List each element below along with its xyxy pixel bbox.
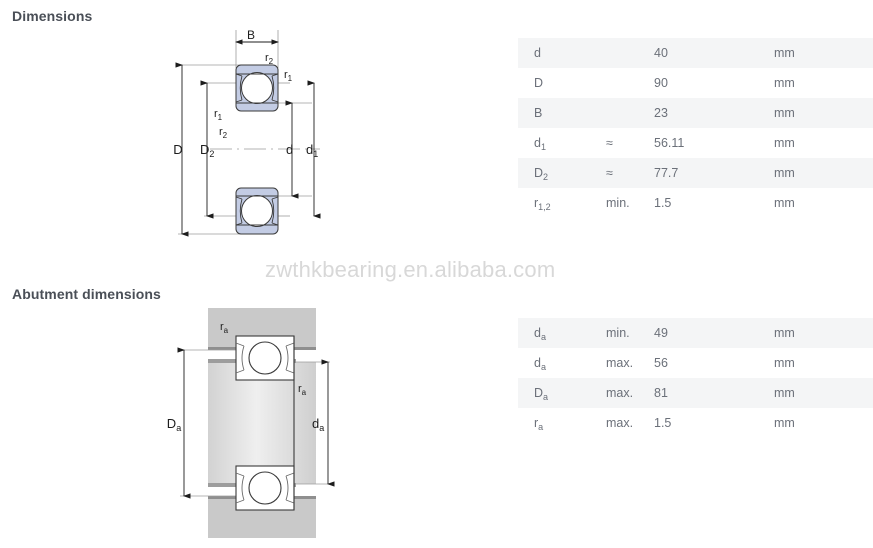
table-row: da min. 49 mm bbox=[518, 318, 873, 348]
row-unit: mm bbox=[774, 158, 873, 188]
dimensions-table: d 40 mm D 90 mm B 23 mm d1 ≈ 56.11 mm D2… bbox=[518, 38, 873, 218]
label-D: D bbox=[173, 142, 182, 157]
row-qualifier: max. bbox=[606, 378, 654, 408]
row-qualifier: ≈ bbox=[606, 158, 654, 188]
page-title-abutment: Abutment dimensions bbox=[12, 286, 161, 302]
row-qualifier: max. bbox=[606, 348, 654, 378]
row-unit: mm bbox=[774, 128, 873, 158]
row-symbol-sub: 1,2 bbox=[538, 202, 551, 212]
table-row: r1,2 min. 1.5 mm bbox=[518, 188, 873, 218]
row-symbol: D2 bbox=[518, 158, 606, 188]
row-symbol-base: D bbox=[534, 386, 544, 400]
row-symbol-sub: a bbox=[540, 332, 546, 342]
row-symbol: D bbox=[518, 68, 606, 98]
row-qualifier bbox=[606, 98, 654, 128]
label-ra-lower: ra bbox=[298, 383, 307, 397]
row-symbol-sub: 1 bbox=[540, 142, 546, 152]
row-qualifier: min. bbox=[606, 318, 654, 348]
table-row: d 40 mm bbox=[518, 38, 873, 68]
row-value: 1.5 bbox=[654, 188, 774, 218]
label-d: d bbox=[286, 142, 293, 157]
table-row: ra max. 1.5 mm bbox=[518, 408, 873, 438]
label-r1-left: r1 bbox=[214, 108, 223, 122]
row-qualifier: min. bbox=[606, 188, 654, 218]
label-da: da bbox=[312, 416, 324, 433]
row-symbol-base: d bbox=[534, 136, 541, 150]
label-Da: Da bbox=[167, 416, 181, 433]
table-row: da max. 56 mm bbox=[518, 348, 873, 378]
table-row: D 90 mm bbox=[518, 68, 873, 98]
row-symbol-sub: a bbox=[543, 392, 549, 402]
row-unit: mm bbox=[774, 68, 873, 98]
row-qualifier bbox=[606, 38, 654, 68]
abutment-table-body: da min. 49 mm da max. 56 mm Da max. 81 m… bbox=[518, 318, 873, 438]
label-ra-upper: ra bbox=[220, 321, 229, 335]
abutment-table: da min. 49 mm da max. 56 mm Da max. 81 m… bbox=[518, 318, 873, 438]
row-symbol: da bbox=[518, 348, 606, 378]
table-row: Da max. 81 mm bbox=[518, 378, 873, 408]
page-title-dimensions: Dimensions bbox=[12, 8, 93, 24]
label-B: B bbox=[247, 28, 255, 42]
row-symbol-sub: a bbox=[540, 362, 546, 372]
row-unit: mm bbox=[774, 98, 873, 128]
table-row: B 23 mm bbox=[518, 98, 873, 128]
row-value: 81 bbox=[654, 378, 774, 408]
row-value: 23 bbox=[654, 98, 774, 128]
label-d1: d1 bbox=[306, 142, 318, 159]
label-r1-top: r1 bbox=[284, 69, 293, 83]
bearing-cross-section-diagram: B r2 r1 r1 r2 D D2 d d1 bbox=[150, 18, 380, 268]
row-symbol: B bbox=[518, 98, 606, 128]
abutment-cross-section-diagram: ra ra Da da bbox=[150, 300, 380, 548]
row-symbol-base: D bbox=[534, 166, 544, 180]
row-value: 56 bbox=[654, 348, 774, 378]
row-value: 90 bbox=[654, 68, 774, 98]
row-unit: mm bbox=[774, 378, 873, 408]
row-unit: mm bbox=[774, 318, 873, 348]
row-unit: mm bbox=[774, 408, 873, 438]
table-row: D2 ≈ 77.7 mm bbox=[518, 158, 873, 188]
row-unit: mm bbox=[774, 188, 873, 218]
row-unit: mm bbox=[774, 348, 873, 378]
row-symbol-base: r bbox=[534, 416, 539, 430]
row-unit: mm bbox=[774, 38, 873, 68]
row-symbol-sub: 2 bbox=[543, 172, 549, 182]
row-symbol: ra bbox=[518, 408, 606, 438]
row-symbol-base: d bbox=[534, 326, 541, 340]
row-symbol: Da bbox=[518, 378, 606, 408]
row-value: 77.7 bbox=[654, 158, 774, 188]
row-symbol: d bbox=[518, 38, 606, 68]
row-qualifier: max. bbox=[606, 408, 654, 438]
row-qualifier bbox=[606, 68, 654, 98]
row-value: 56.11 bbox=[654, 128, 774, 158]
row-symbol-sub: a bbox=[538, 422, 544, 432]
row-symbol-base: r bbox=[534, 196, 539, 210]
label-D2: D2 bbox=[200, 142, 214, 159]
label-r2-top: r2 bbox=[265, 52, 274, 66]
row-value: 40 bbox=[654, 38, 774, 68]
row-symbol: r1,2 bbox=[518, 188, 606, 218]
row-value: 49 bbox=[654, 318, 774, 348]
row-symbol: d1 bbox=[518, 128, 606, 158]
dimensions-table-body: d 40 mm D 90 mm B 23 mm d1 ≈ 56.11 mm D2… bbox=[518, 38, 873, 218]
label-r2-left: r2 bbox=[219, 126, 228, 140]
row-symbol: da bbox=[518, 318, 606, 348]
row-qualifier: ≈ bbox=[606, 128, 654, 158]
row-value: 1.5 bbox=[654, 408, 774, 438]
table-row: d1 ≈ 56.11 mm bbox=[518, 128, 873, 158]
row-symbol-base: d bbox=[534, 356, 541, 370]
